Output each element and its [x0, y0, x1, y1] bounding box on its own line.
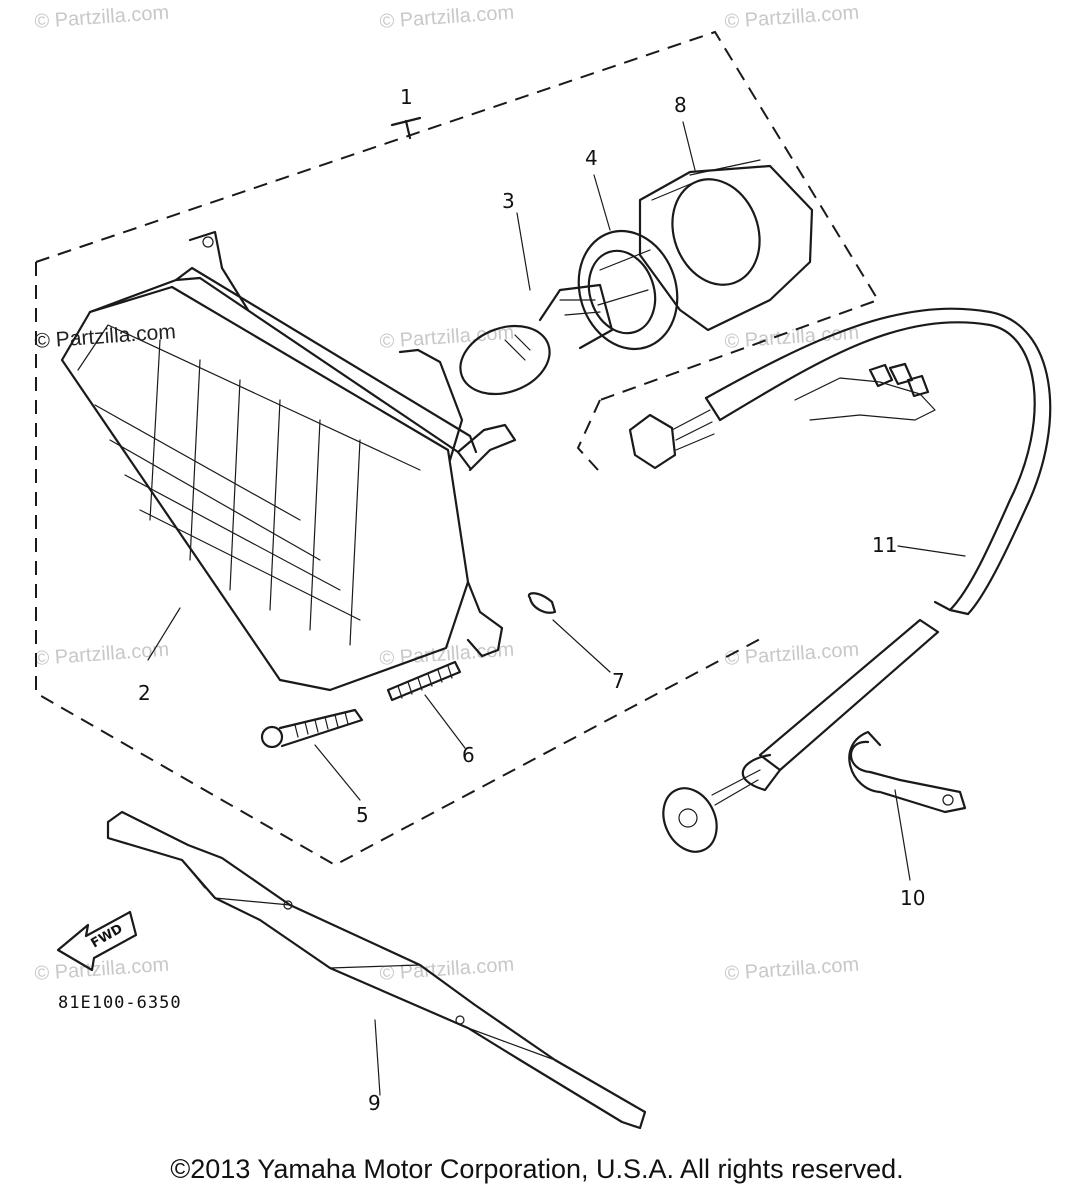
dust-cover	[638, 159, 814, 332]
callout-4: 4	[585, 146, 598, 170]
watermark-text: © Partzilla.com	[724, 954, 860, 985]
watermark-text: © Partzilla.com	[34, 320, 177, 353]
watermark-text: © Partzilla.com	[724, 322, 860, 353]
assembly-boundary-lower	[35, 262, 763, 867]
adjuster-tab	[456, 423, 517, 472]
watermark-text: © Partzilla.com	[34, 2, 170, 33]
callout-7: 7	[612, 669, 625, 693]
callout-6: 6	[462, 743, 475, 767]
socket-ring	[577, 229, 679, 351]
watermark-text: © Partzilla.com	[379, 954, 515, 985]
spring	[386, 660, 462, 702]
watermark-text: © Partzilla.com	[724, 639, 860, 670]
diagram-code: 81E100-6350	[58, 993, 182, 1013]
callout-3: 3	[502, 189, 515, 213]
harness-connector-upper	[628, 413, 677, 470]
callout-number: 1	[400, 85, 413, 109]
callout-5: 5	[356, 803, 369, 827]
copyright-notice: ©2013 Yamaha Motor Corporation, U.S.A. A…	[170, 1154, 903, 1184]
callout-1: 1	[390, 85, 422, 140]
bulb-socket-back	[398, 348, 464, 462]
watermarks: © Partzilla.com © Partzilla.com © Partzi…	[34, 2, 860, 985]
watermark-text: © Partzilla.com	[379, 322, 515, 353]
headlight-unit	[60, 230, 517, 692]
fwd-label: FWD	[89, 921, 126, 951]
callout-2: 2	[138, 681, 151, 705]
callout-11: 11	[872, 533, 897, 557]
assembly-boundary-upper	[35, 30, 880, 401]
watermark-text: © Partzilla.com	[34, 954, 170, 985]
harness-boundary	[576, 399, 601, 471]
adjusting-screw	[260, 708, 364, 749]
watermark-text: © Partzilla.com	[379, 2, 515, 33]
clamp	[848, 730, 967, 814]
watermark-text: © Partzilla.com	[34, 639, 170, 670]
clip	[527, 592, 557, 614]
lower-mount-tab	[466, 580, 504, 658]
leader-lines	[147, 121, 966, 1096]
watermark-text: © Partzilla.com	[724, 2, 860, 33]
wiring-harness	[628, 307, 1052, 853]
callout-9: 9	[368, 1091, 381, 1115]
callout-10: 10	[900, 886, 925, 910]
harness-connector-lower	[662, 787, 718, 853]
mount-bracket	[188, 230, 250, 312]
headlight-stay	[106, 810, 647, 1130]
callout-8: 8	[674, 93, 687, 117]
